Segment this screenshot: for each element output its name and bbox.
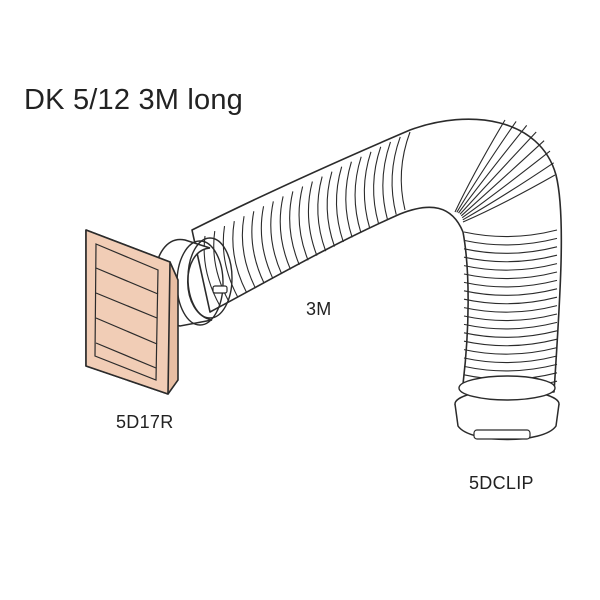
grille-louvres <box>95 267 159 369</box>
diagram-title: DK 5/12 3M long <box>24 84 244 116</box>
clip-screw <box>473 429 531 440</box>
louvred-grille <box>85 229 179 395</box>
hose-clip <box>454 375 560 441</box>
hose-corrugations <box>203 119 558 389</box>
grille-part-label: 5D17R <box>116 412 174 432</box>
clamp-screw <box>212 285 228 294</box>
clip-part-label: 5DCLIP <box>469 473 534 493</box>
hose-length-label: 3M <box>306 299 332 319</box>
